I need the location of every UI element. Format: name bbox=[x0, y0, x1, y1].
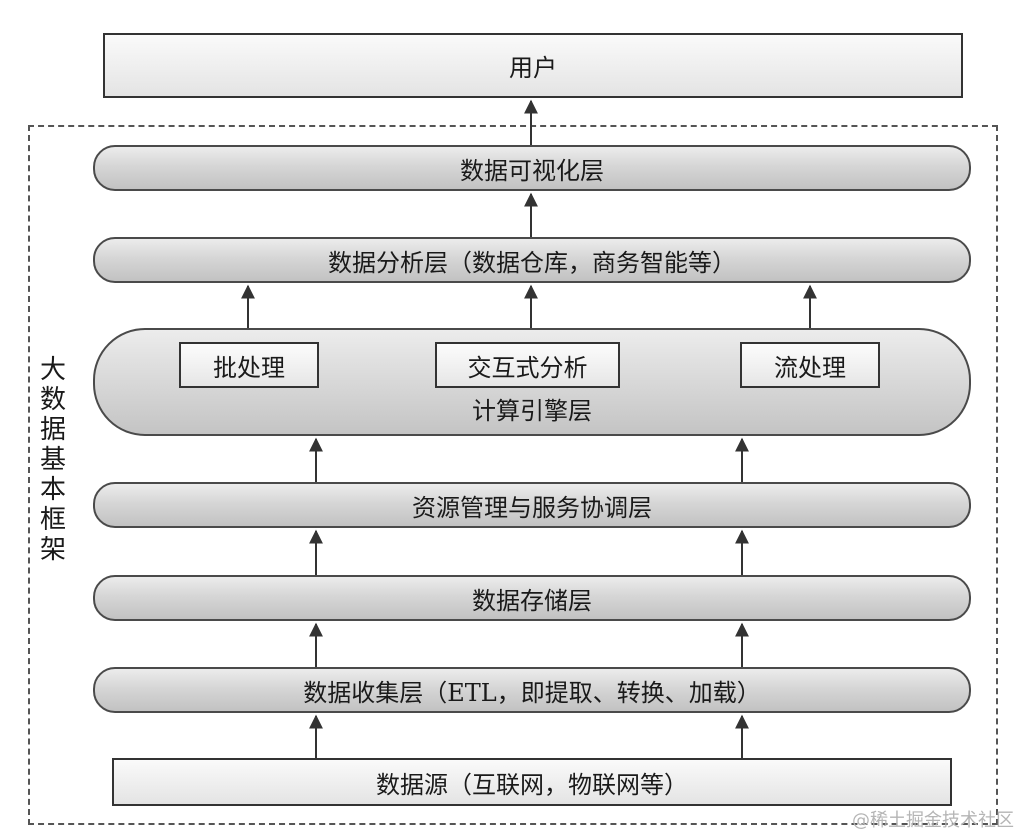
analysis-layer: 数据分析层（数据仓库，商务智能等） bbox=[93, 237, 971, 283]
framework-boundary bbox=[28, 125, 998, 825]
stream-processing-box: 流处理 bbox=[740, 342, 880, 388]
storage-layer: 数据存储层 bbox=[93, 575, 971, 621]
resource-layer: 资源管理与服务协调层 bbox=[93, 482, 971, 528]
user-box: 用户 bbox=[103, 33, 963, 98]
interactive-analysis-box: 交互式分析 bbox=[435, 342, 620, 388]
collection-layer: 数据收集层（ETL，即提取、转换、加载） bbox=[93, 667, 971, 713]
framework-label: 大数据基本框架 bbox=[39, 355, 66, 565]
visualization-layer: 数据可视化层 bbox=[93, 145, 971, 191]
batch-processing-box: 批处理 bbox=[179, 342, 319, 388]
engine-layer-label: 计算引擎层 bbox=[472, 397, 592, 425]
source-box: 数据源（互联网，物联网等） bbox=[112, 758, 952, 806]
watermark: @稀土掘金技术社区 bbox=[852, 810, 1014, 831]
